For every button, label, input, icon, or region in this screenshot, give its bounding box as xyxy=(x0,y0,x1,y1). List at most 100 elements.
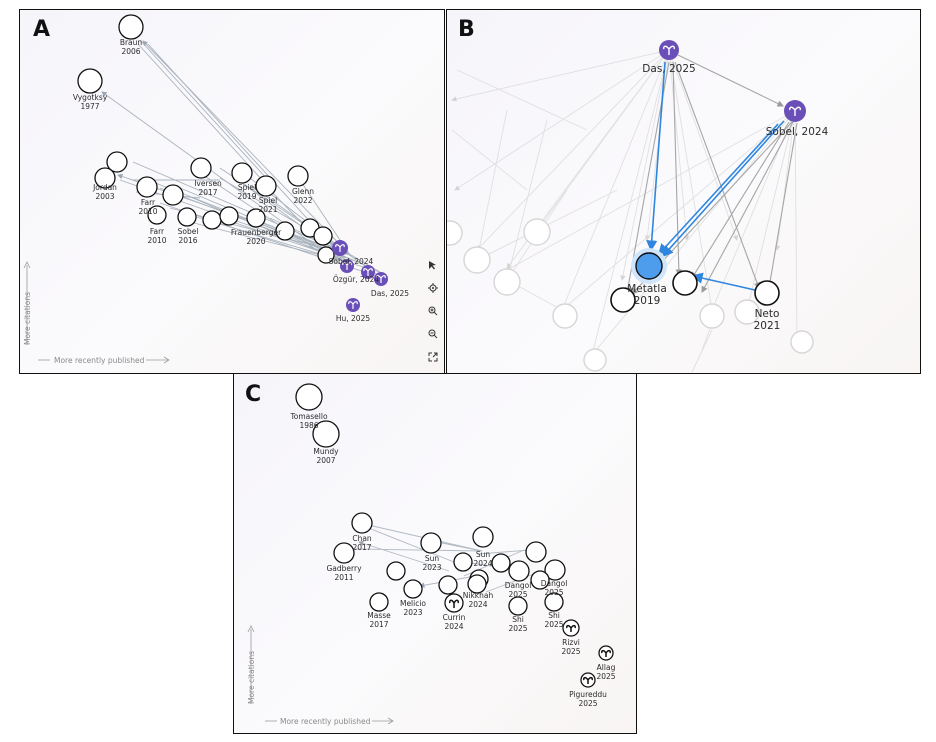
paper-node xyxy=(106,151,128,173)
node-label: 2023 xyxy=(403,608,422,617)
node-label: Glenn xyxy=(292,187,314,196)
node-label: 2025 xyxy=(561,647,580,656)
paper-node xyxy=(147,205,167,225)
node-label: 2010 xyxy=(147,236,166,245)
node-label: Chan xyxy=(352,534,372,543)
paper-node xyxy=(491,553,511,573)
node-label: Currin xyxy=(443,613,466,622)
y-axis-label: More citations xyxy=(23,292,32,345)
node-label: 2021 xyxy=(754,320,781,332)
pointer-icon[interactable] xyxy=(426,258,440,272)
paper-node xyxy=(317,246,335,264)
node-label: Pigureddu xyxy=(569,690,607,699)
node-label: 2007 xyxy=(316,456,335,465)
nodes[interactable] xyxy=(295,383,566,616)
node-label: 2010 xyxy=(138,207,157,216)
seed-node xyxy=(346,298,360,312)
paper-node xyxy=(672,270,698,296)
node-label: 2025 xyxy=(508,624,527,633)
paper-node xyxy=(544,592,564,612)
node-labels: Braun2006Vygotksy1977Jordan2003Iversen20… xyxy=(73,38,409,323)
nodes[interactable] xyxy=(77,14,335,264)
node-label: 2022 xyxy=(293,196,312,205)
paper-node xyxy=(231,162,253,184)
faded-nodes xyxy=(447,218,814,372)
x-axis-label: More recently published xyxy=(54,356,145,365)
seed-node xyxy=(784,100,806,122)
paper-node xyxy=(508,560,530,582)
citation-graph-a[interactable]: Braun2006Vygotksy1977Jordan2003Iversen20… xyxy=(20,10,445,374)
node-label: Melicio xyxy=(400,599,426,608)
node-label: Rizvi xyxy=(562,638,580,647)
y-axis-label: More citations xyxy=(247,651,256,704)
paper-node xyxy=(438,575,458,595)
node-label: Mundy xyxy=(313,447,339,456)
node-labels: Tomasello1986Mundy2007Chan2017Gadberry20… xyxy=(289,412,615,708)
node-label: Shi xyxy=(512,615,524,624)
node-label: Das, 2025 xyxy=(642,63,695,75)
node-label: 2025 xyxy=(544,620,563,629)
node-label: 2024 xyxy=(468,600,487,609)
focus-nodes[interactable] xyxy=(610,40,806,313)
node-label: Farr xyxy=(141,198,156,207)
paper-node xyxy=(472,526,494,548)
seed-node xyxy=(659,40,679,60)
paper-node xyxy=(351,512,373,534)
node-label: Das, 2025 xyxy=(371,289,409,298)
new-paper-nodes[interactable] xyxy=(444,593,614,688)
node-label: Vygotksy xyxy=(73,93,108,102)
node-label: 2003 xyxy=(95,192,114,201)
panel-letter: A xyxy=(33,17,51,42)
node-label: 2025 xyxy=(578,699,597,708)
x-axis: More recently published xyxy=(265,717,394,726)
paper-node xyxy=(136,176,158,198)
selected-node xyxy=(635,252,663,280)
node-label: Tomasello xyxy=(289,412,327,421)
node-label: 2025 xyxy=(544,588,563,597)
node-label: 2024 xyxy=(473,559,492,568)
paper-node xyxy=(177,207,197,227)
node-label: Frauenberger xyxy=(231,228,282,237)
highlighted-nodes[interactable] xyxy=(332,240,388,312)
panel-letter: C xyxy=(245,382,262,407)
y-axis: More citations xyxy=(23,261,32,345)
seed-node xyxy=(598,645,614,661)
node-label: Allag xyxy=(597,663,616,672)
panel-b: B xyxy=(446,9,921,374)
paper-node xyxy=(420,532,442,554)
node-label: 2023 xyxy=(422,563,441,572)
paper-node xyxy=(255,175,277,197)
seed-node xyxy=(374,272,388,286)
paper-node xyxy=(190,157,212,179)
paper-node xyxy=(118,14,144,40)
paper-node xyxy=(530,570,550,590)
paper-node xyxy=(312,420,340,448)
node-label: 2019 xyxy=(237,192,256,201)
panel-a: A xyxy=(19,9,445,374)
node-label: Sobel, 2024 xyxy=(766,126,829,138)
node-label: 2025 xyxy=(596,672,615,681)
locate-icon[interactable] xyxy=(426,281,440,295)
zoom-out-icon[interactable] xyxy=(426,327,440,341)
node-label: Metatla xyxy=(627,283,667,295)
zoom-in-icon[interactable] xyxy=(426,304,440,318)
node-label: 1977 xyxy=(80,102,99,111)
citation-graph-c[interactable]: Tomasello1986Mundy2007Chan2017Gadberry20… xyxy=(234,374,637,734)
node-label: Jordan xyxy=(92,183,117,192)
node-label: Spiel xyxy=(238,183,256,192)
paper-node xyxy=(386,561,406,581)
paper-node xyxy=(94,167,116,189)
node-label: Sobel, 2024 xyxy=(329,257,374,266)
node-label: Shi xyxy=(548,611,560,620)
node-label: Neto xyxy=(755,308,780,320)
node-label: Özgür, 2024 xyxy=(333,275,380,284)
fit-view-icon[interactable] xyxy=(426,350,440,364)
node-label: 1986 xyxy=(299,421,318,430)
paper-node xyxy=(313,226,333,246)
paper-node xyxy=(333,542,355,564)
paper-node xyxy=(467,574,487,594)
paper-node xyxy=(754,280,780,306)
paper-node xyxy=(508,596,528,616)
